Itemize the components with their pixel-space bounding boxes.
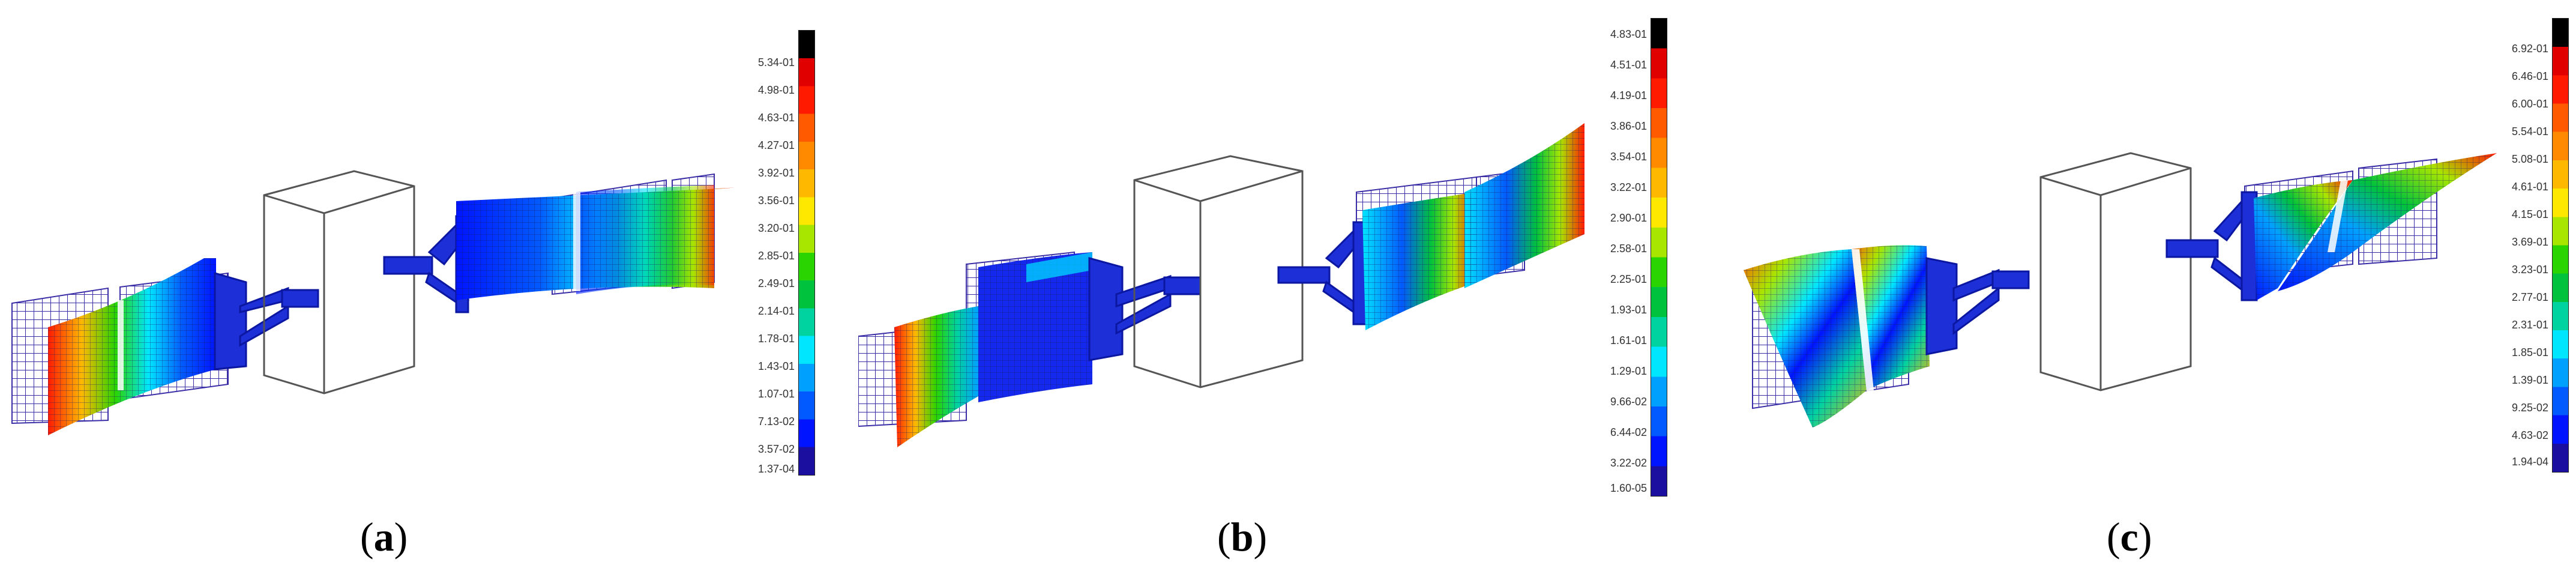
panel-caption: (a) — [360, 514, 408, 560]
central-satellite-body — [263, 170, 415, 394]
legend-label: 6.46-01 — [2511, 70, 2548, 82]
legend-label: 4.27-01 — [757, 139, 795, 151]
legend-label: 4.63-01 — [757, 112, 795, 124]
legend-label: 6.92-01 — [2511, 43, 2548, 55]
legend-label: 3.23-01 — [2511, 264, 2548, 276]
legend-label: 3.69-01 — [2511, 236, 2548, 248]
legend-label: 2.58-01 — [1610, 243, 1647, 255]
left-solar-panel — [1744, 245, 1930, 427]
legend-label: 5.34-01 — [757, 56, 795, 68]
legend-label: 2.25-01 — [1610, 273, 1647, 285]
legend-label: 1.43-01 — [757, 360, 795, 372]
legend-label: 3.56-01 — [757, 195, 795, 207]
legend-label: 2.14-01 — [757, 305, 795, 317]
left-solar-panel — [48, 258, 216, 435]
legend-label: 4.51-01 — [1610, 59, 1647, 71]
legend-label: 3.57-02 — [757, 443, 795, 455]
legend-label: 2.31-01 — [2511, 319, 2548, 331]
legend-label: 4.15-01 — [2511, 208, 2548, 220]
right-boom — [2165, 191, 2258, 301]
legend-label: 2.49-01 — [757, 277, 795, 289]
legend-label: 1.37-04 — [757, 463, 795, 475]
legend-label: 4.63-02 — [2511, 429, 2548, 441]
legend-label: 4.98-01 — [757, 84, 795, 96]
left-solar-panel — [894, 252, 1092, 447]
legend-label: 5.54-01 — [2511, 125, 2548, 137]
legend-label: 1.07-01 — [757, 388, 795, 400]
right-boom — [1277, 221, 1370, 325]
left-boom — [1925, 257, 2030, 355]
legend-label: 7.13-02 — [757, 415, 795, 427]
legend-label: 6.00-01 — [2511, 98, 2548, 110]
legend-label: 1.60-05 — [1610, 482, 1647, 494]
legend-label: 4.19-01 — [1610, 89, 1647, 101]
legend-label: 1.93-01 — [1610, 304, 1647, 316]
legend-label: 1.85-01 — [2511, 346, 2548, 358]
legend-label: 9.25-02 — [2511, 402, 2548, 414]
legend-label: 3.20-01 — [757, 222, 795, 234]
legend-label: 9.66-02 — [1610, 396, 1647, 408]
legend-label: 4.83-01 — [1610, 28, 1647, 40]
left-boom — [214, 272, 319, 370]
legend-label: 2.85-01 — [757, 250, 795, 262]
legend-label: 3.22-01 — [1610, 181, 1647, 193]
panel-c: 6.92-01 6.46-01 6.00-01 5.54-01 5.08-01 … — [1717, 0, 2576, 574]
legend-label: 3.86-01 — [1610, 120, 1647, 132]
panel-caption: (b) — [1217, 514, 1268, 560]
legend-label: 4.61-01 — [2511, 181, 2548, 193]
panel-a: 5.34-01 4.98-01 4.63-01 4.27-01 3.92-01 … — [0, 0, 858, 574]
legend-label: 5.08-01 — [2511, 153, 2548, 165]
right-solar-panel — [1362, 123, 1584, 330]
legend-label: 1.39-01 — [2511, 374, 2548, 386]
right-solar-panel — [456, 185, 734, 300]
satellite-deformation-plot — [11, 170, 734, 435]
legend-label: 2.90-01 — [1610, 212, 1647, 224]
satellite-deformation-plot — [1744, 152, 2497, 427]
central-satellite-body — [1133, 155, 1304, 388]
legend-label: 1.61-01 — [1610, 334, 1647, 346]
legend-label: 3.22-02 — [1610, 457, 1647, 469]
legend-label: 1.94-04 — [2511, 456, 2548, 468]
legend-color-bar — [2552, 18, 2569, 473]
satellite-deformation-plot — [858, 123, 1584, 447]
legend-label: 2.77-01 — [2511, 291, 2548, 303]
left-boom — [1088, 257, 1202, 361]
right-solar-panel — [2254, 153, 2497, 300]
legend-color-bar — [1651, 18, 1667, 497]
panel-b: 4.83-01 4.51-01 4.19-01 3.86-01 3.54-01 … — [858, 0, 1717, 574]
legend-label: 3.54-01 — [1610, 151, 1647, 163]
legend-label: 1.78-01 — [757, 333, 795, 345]
legend-label: 3.92-01 — [757, 167, 795, 179]
legend-color-bar — [798, 30, 815, 476]
legend-label: 1.29-01 — [1610, 365, 1647, 377]
panel-caption: (c) — [2107, 514, 2152, 560]
central-satellite-body — [2039, 152, 2192, 391]
legend-label: 6.44-02 — [1610, 426, 1647, 438]
